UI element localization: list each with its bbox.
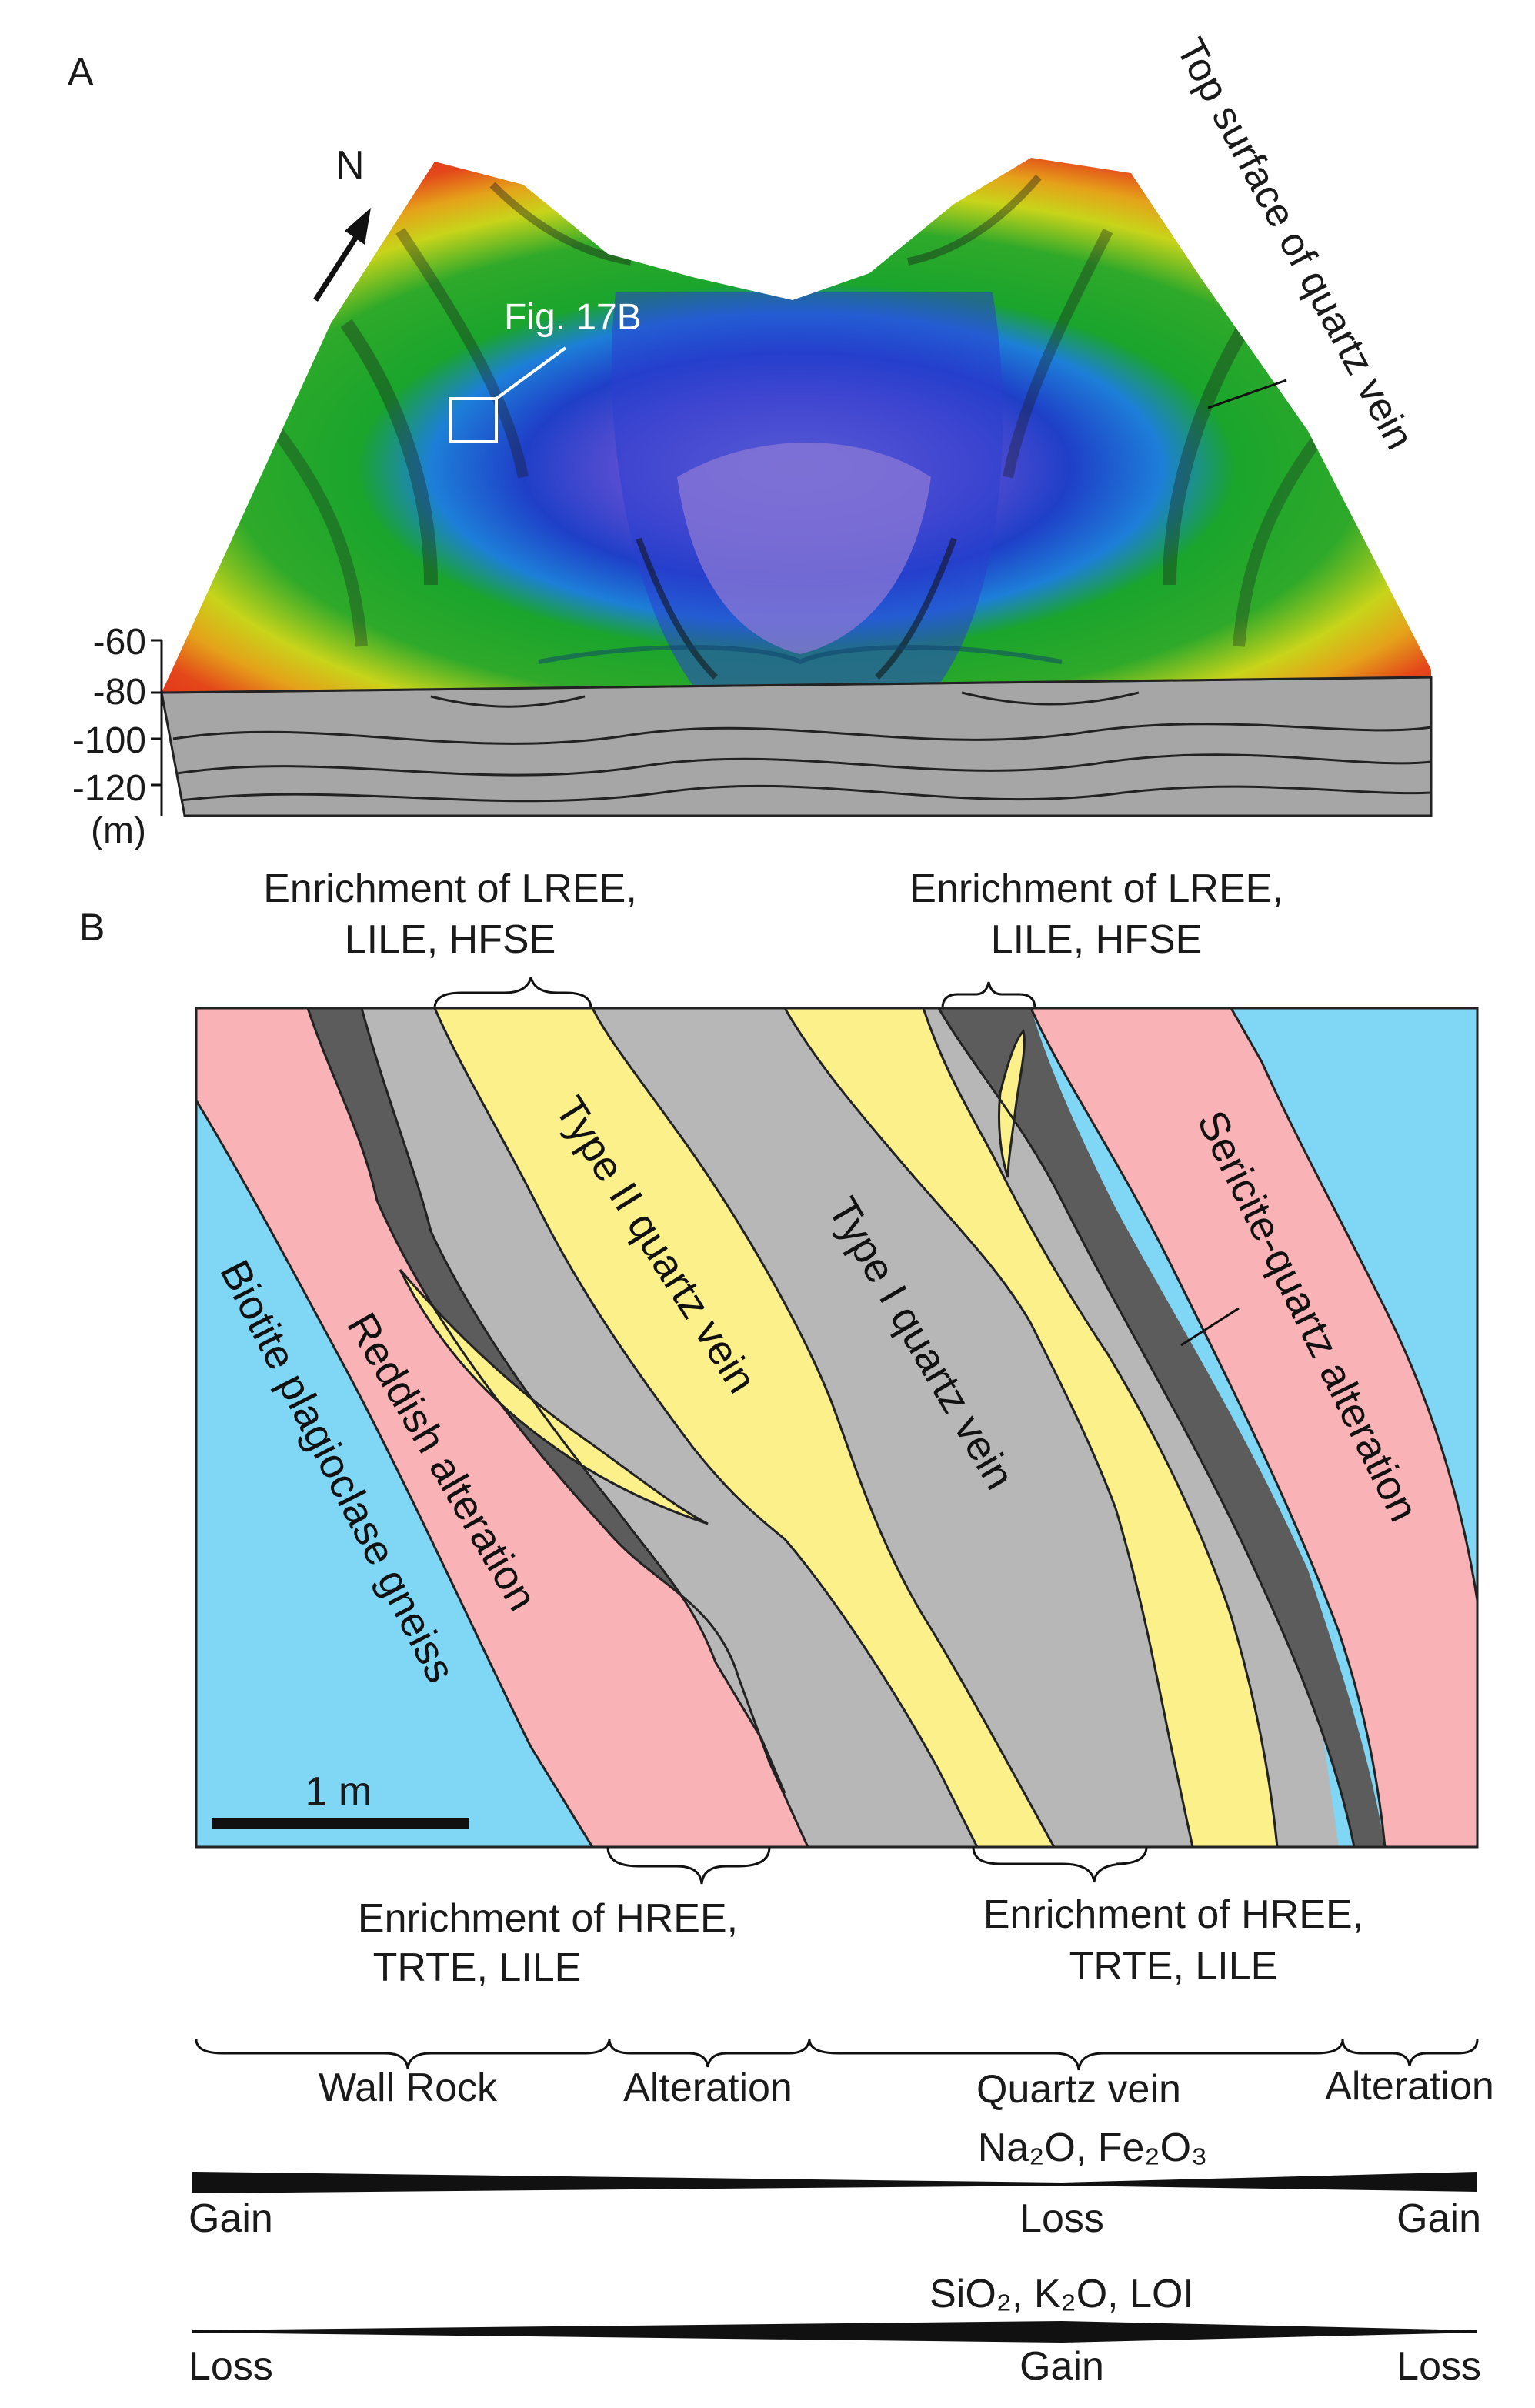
- bottom-brace-left: [606, 1846, 771, 1885]
- north-label: N: [335, 143, 365, 188]
- top-enrichment-left-line1: Enrichment of LREE,: [263, 867, 637, 911]
- zone-braces: [195, 2039, 1479, 2071]
- depth-scale: [151, 639, 163, 816]
- zone-alteration-right: Alteration: [1325, 2064, 1494, 2109]
- bottom-enrichment-right-line2: TRTE, LILE: [1069, 1944, 1278, 1989]
- block-diagram-base: [160, 676, 1433, 817]
- panel-b-label: B: [79, 906, 105, 949]
- cross-section-frame: [195, 1007, 1479, 1849]
- cross-section: [196, 1008, 1477, 1847]
- vein-surface-leader: [1207, 379, 1287, 409]
- trend1-right: Gain: [1397, 2196, 1481, 2241]
- bottom-enrichment-right-line1: Enrichment of HREE,: [983, 1892, 1363, 1937]
- panel-a-label: A: [68, 50, 94, 93]
- bottom-brace-right: [972, 1846, 1148, 1883]
- top-enrichment-left-line2: LILE, HFSE: [345, 917, 556, 962]
- trend1-left: Gain: [189, 2196, 273, 2241]
- scale-bar-label: 1 m: [305, 1769, 372, 1814]
- trend1-title: Na₂O, Fe₂O₃: [978, 2126, 1208, 2170]
- depth-tick-80: -80: [93, 672, 146, 713]
- depth-tick-100: -100: [72, 720, 146, 761]
- top-enrichment-right-line2: LILE, HFSE: [991, 917, 1203, 962]
- zone-quartz-vein: Quartz vein: [976, 2067, 1181, 2112]
- north-arrow-icon: [313, 208, 371, 302]
- depth-tick-120: -120: [72, 768, 146, 809]
- zone-alteration-left: Alteration: [623, 2066, 793, 2110]
- depth-unit: (m): [91, 810, 146, 851]
- top-enrichment-right-line1: Enrichment of LREE,: [909, 867, 1283, 911]
- top-brace-left: [433, 977, 592, 1009]
- quartz-vein-top-surface: [161, 158, 1432, 694]
- trend2-left: Loss: [189, 2344, 273, 2389]
- top-brace-right: [941, 981, 1036, 1009]
- bottom-enrichment-left-line2: TRTE, LILE: [373, 1945, 582, 1990]
- trend2-middle: Gain: [1019, 2344, 1104, 2389]
- bottom-enrichment-left-line1: Enrichment of HREE,: [358, 1896, 738, 1941]
- fig-17b-label: Fig. 17B: [504, 297, 642, 338]
- scale-bar: [212, 1818, 469, 1829]
- trend1-wedge: [192, 2172, 1477, 2193]
- trend2-wedge: [192, 2321, 1477, 2343]
- trend1-middle: Loss: [1019, 2196, 1104, 2241]
- trend2-right: Loss: [1397, 2344, 1481, 2389]
- depth-tick-60: -60: [93, 622, 146, 663]
- zone-wall-rock: Wall Rock: [319, 2066, 498, 2110]
- trend2-title: SiO₂, K₂O, LOI: [929, 2272, 1194, 2316]
- fig-17b-callout: [449, 346, 567, 443]
